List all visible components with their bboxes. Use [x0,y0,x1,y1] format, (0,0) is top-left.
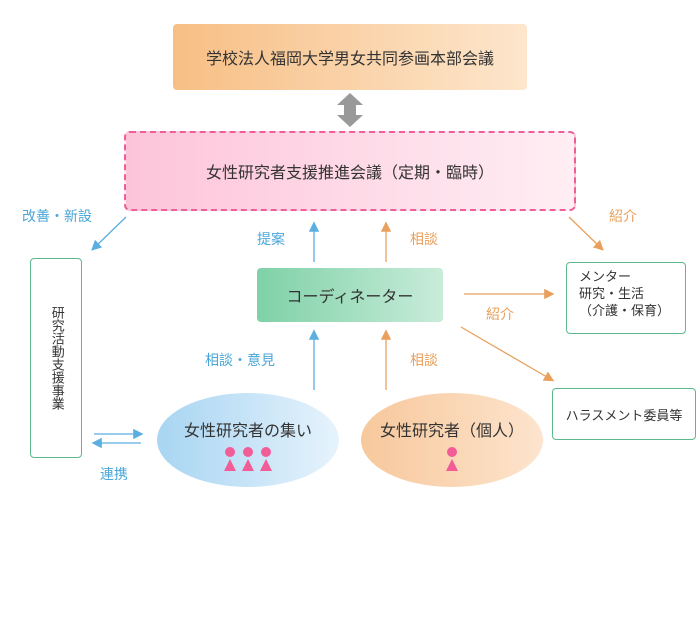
mentor-line-1: メンター [579,270,632,285]
label-introduce-top: 紹介 [609,209,637,225]
mentor-line-3: （介護・保育） [579,303,671,319]
double-arrow-board-promotion [337,93,363,127]
person-icon [446,447,458,471]
mentor-box: メンター 研究・生活 （介護・保育） [566,262,686,334]
board-meeting-box: 学校法人福岡大学男女共同参画本部会議 [173,24,527,90]
research-support-label: 研究活動支援事業 [48,306,64,410]
harassment-committee-label: ハラスメント委員等 [565,408,683,424]
promotion-meeting-label: 女性研究者支援推進会議（定期・臨時） [205,163,494,182]
gathering-label: 女性研究者の集い [183,421,312,440]
label-improve: 改善・新設 [22,209,92,225]
arrow-promotion-to-support [91,216,127,251]
label-introduce-mid: 紹介 [486,307,514,323]
individual-ellipse: 女性研究者（個人） [361,393,543,487]
person-icon [224,447,236,471]
promotion-meeting-box: 女性研究者支援推進会議（定期・臨時） [124,131,576,211]
label-consult-opinion: 相談・意見 [205,353,275,369]
individual-label: 女性研究者（個人） [379,421,524,440]
person-group [224,447,272,471]
research-support-box: 研究活動支援事業 [30,258,82,458]
mentor-line-2: 研究・生活 [579,286,645,302]
label-consult-top: 相談 [410,232,438,248]
person-icon [260,447,272,471]
gathering-ellipse: 女性研究者の集い [157,393,339,487]
label-consult-bottom: 相談 [410,353,438,369]
arrow-coordinator-to-harassment [460,326,555,382]
harassment-committee-box: ハラスメント委員等 [552,388,696,440]
person-icon [242,447,254,471]
coordinator-box: コーディネーター [257,268,443,322]
coordinator-label: コーディネーター [286,287,414,306]
arrow-promotion-to-mentor [568,216,604,251]
label-cooperation: 連携 [100,467,128,483]
label-propose: 提案 [257,232,285,248]
person-single [446,447,458,471]
board-meeting-label: 学校法人福岡大学男女共同参画本部会議 [205,49,494,68]
